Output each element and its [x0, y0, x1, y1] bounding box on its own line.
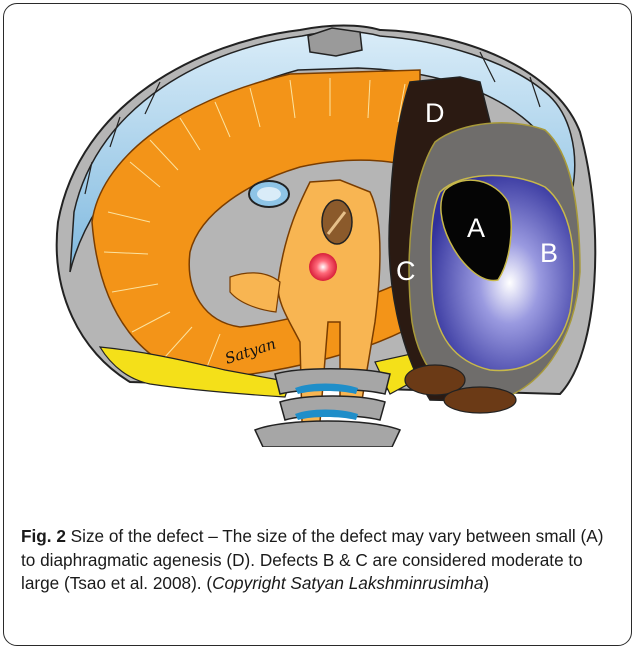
label-d: D	[425, 98, 445, 128]
red-spot	[309, 253, 337, 281]
label-a: A	[467, 213, 485, 243]
diaphragm-illustration: Satyan D A B C	[40, 22, 610, 447]
vertebral-column	[255, 369, 400, 447]
caption-fig-label: Fig. 2	[21, 526, 66, 546]
caption-close: )	[483, 573, 489, 593]
figure-caption: Fig. 2 Size of the defect – The size of …	[21, 525, 621, 596]
label-c: C	[396, 256, 416, 286]
caption-copyright: Copyright Satyan Lakshminrusimha	[212, 573, 483, 593]
label-b: B	[540, 238, 558, 268]
